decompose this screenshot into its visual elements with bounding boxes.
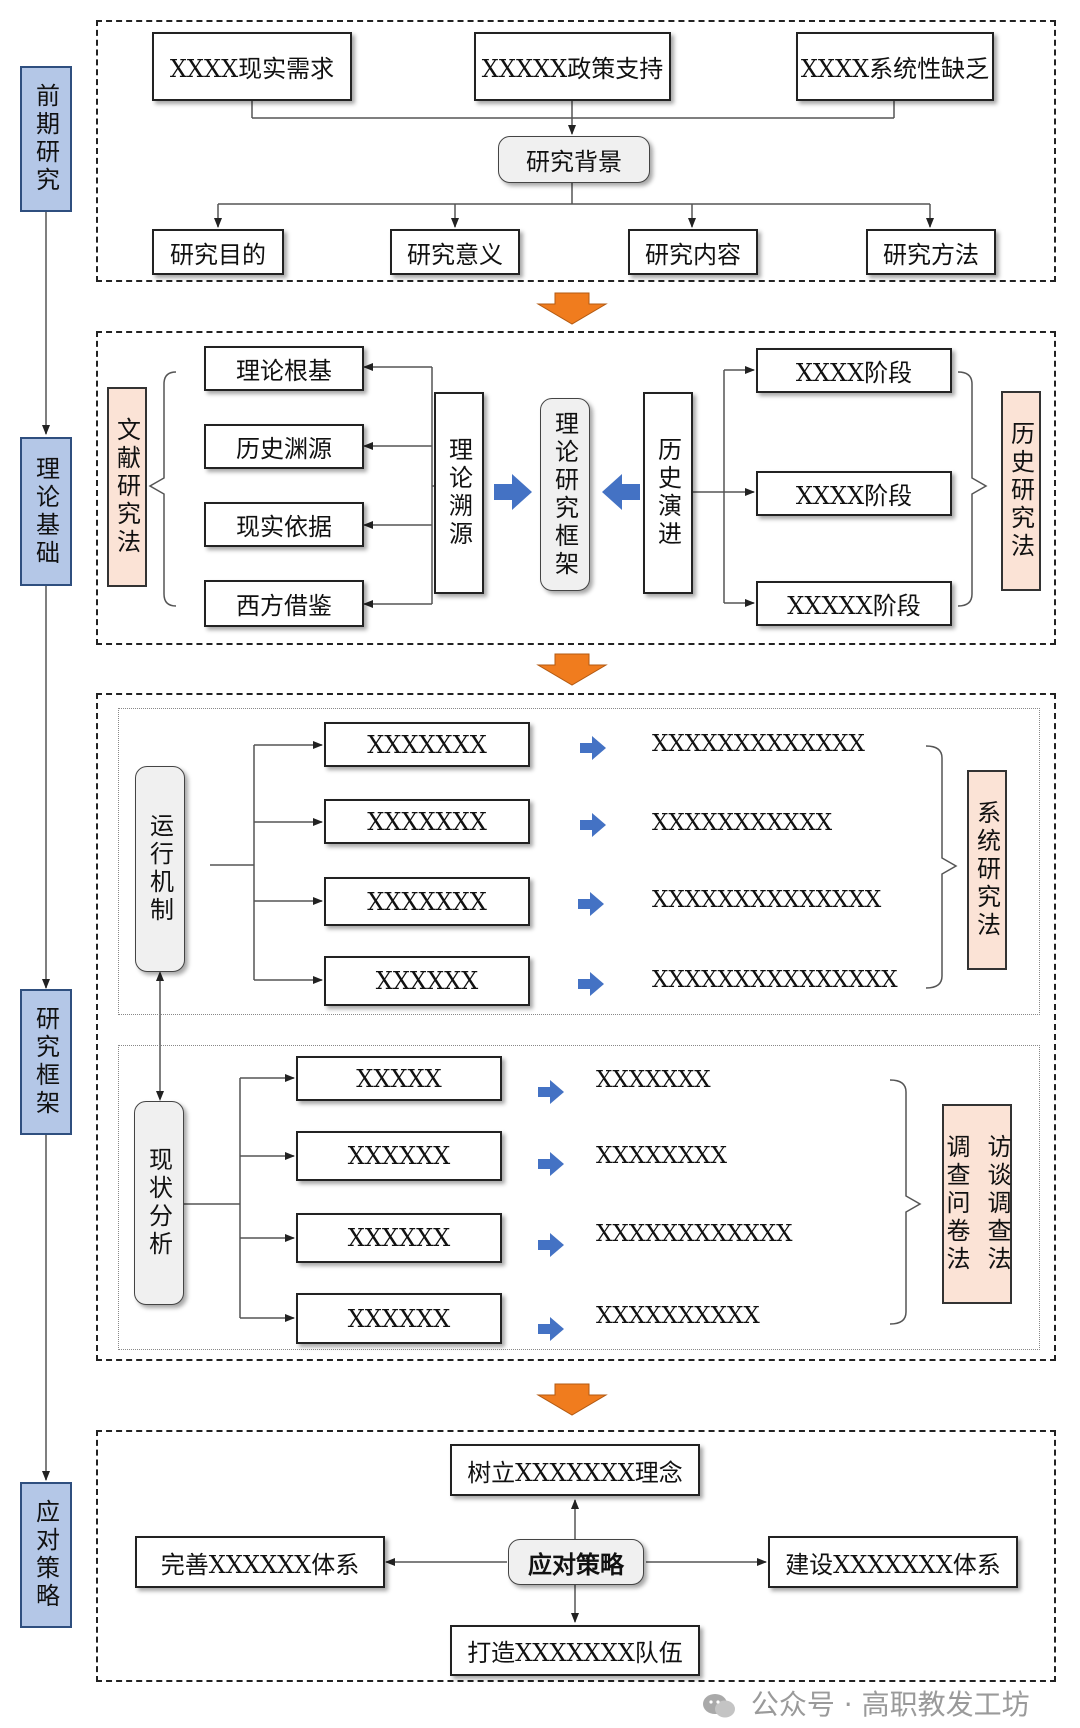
section4-connectors <box>385 1499 767 1623</box>
arrow-right-icon <box>578 972 604 996</box>
arrow-right-icon <box>538 1152 564 1176</box>
stage-box-1: XXXX阶段 <box>756 348 952 393</box>
arrow-right-icon <box>580 736 606 760</box>
history-evolution-box: 历史演进 <box>643 392 693 594</box>
literature-method-box: 文献研究法 <box>107 387 147 587</box>
flow-arrow-1 <box>536 292 608 325</box>
flow-arrow-2 <box>536 653 608 686</box>
stage-box-3: XXXXX阶段 <box>756 581 952 626</box>
theory-root-box: 理论根基 <box>204 346 364 391</box>
status-item-1: XXXXX <box>296 1056 502 1101</box>
status-result-2: XXXXXXXX <box>596 1143 727 1169</box>
lack-box: XXXX系统性缺乏 <box>796 32 994 101</box>
mechanism-result-2: XXXXXXXXXXX <box>652 810 833 836</box>
background-box: 研究背景 <box>498 136 650 183</box>
survey-methods-box: 访谈调查法 调查问卷法 <box>942 1104 1012 1304</box>
stage-box-2: XXXX阶段 <box>756 471 952 516</box>
arrow-left-icon <box>602 474 640 510</box>
content-box: 研究内容 <box>628 229 758 275</box>
operation-mechanism-panel <box>118 708 1040 1015</box>
need-box: XXXX现实需求 <box>152 32 352 101</box>
section3b-connectors <box>184 1074 922 1325</box>
section-framework <box>96 693 1056 1361</box>
status-result-3: XXXXXXXXXXXX <box>596 1221 793 1247</box>
flow-arrow-3 <box>536 1383 608 1416</box>
arrow-right-icon <box>578 892 604 916</box>
strategy-top-box: 树立XXXXXXX理念 <box>450 1444 700 1496</box>
method-box: 研究方法 <box>866 229 996 275</box>
operation-hub-box: 运行机制 <box>135 766 185 972</box>
wechat-icon <box>702 1692 736 1720</box>
arrow-right-icon <box>494 474 532 510</box>
phase-label-strategy: 应对策略 <box>20 1482 72 1628</box>
status-item-3: XXXXXX <box>296 1213 502 1263</box>
mechanism-item-1: XXXXXXX <box>324 722 530 767</box>
section-strategy <box>96 1430 1056 1682</box>
western-reference-box: 西方借鉴 <box>204 580 364 627</box>
strategy-bottom-box: 打造XXXXXXX队伍 <box>450 1625 700 1676</box>
arrow-right-icon <box>538 1080 564 1104</box>
strategy-left-box: 完善XXXXXX体系 <box>135 1536 385 1588</box>
section-preliminary <box>96 20 1056 282</box>
history-origin-box: 历史渊源 <box>204 424 364 469</box>
mechanism-result-3: XXXXXXXXXXXXXX <box>652 887 882 913</box>
watermark: 公众号 · 高职教发工坊 <box>702 1683 1030 1723</box>
section3a-connectors <box>156 741 958 1101</box>
policy-box: XXXXX政策支持 <box>474 32 671 101</box>
framework-center-box: 理论研究框架 <box>540 398 590 591</box>
mechanism-result-1: XXXXXXXXXXXXX <box>652 731 865 757</box>
status-hub-box: 现状分析 <box>134 1101 184 1305</box>
significance-box: 研究意义 <box>390 229 520 275</box>
strategy-right-box: 建设XXXXXXX体系 <box>768 1536 1018 1588</box>
arrow-right-icon <box>538 1317 564 1341</box>
questionnaire-method-label: 调查问卷法 <box>942 1134 970 1274</box>
purpose-box: 研究目的 <box>152 229 284 275</box>
watermark-text: 公众号 · 高职教发工坊 <box>750 1688 1030 1721</box>
arrow-right-icon <box>538 1233 564 1257</box>
system-method-box: 系统研究法 <box>967 770 1007 970</box>
phase-label-framework: 研究框架 <box>20 989 72 1135</box>
strategy-center-box: 应对策略 <box>508 1539 644 1585</box>
mechanism-item-3: XXXXXXX <box>324 877 530 926</box>
section1-connectors <box>214 101 934 228</box>
status-item-4: XXXXXX <box>296 1293 502 1344</box>
mechanism-result-4: XXXXXXXXXXXXXXX <box>652 967 898 993</box>
mechanism-item-2: XXXXXXX <box>324 799 530 844</box>
status-item-2: XXXXXX <box>296 1131 502 1181</box>
arrow-right-icon <box>580 813 606 837</box>
status-analysis-panel <box>118 1045 1040 1350</box>
section-theory <box>96 331 1056 645</box>
mechanism-item-4: XXXXXX <box>324 956 530 1006</box>
phase-label-preliminary: 前期研究 <box>20 66 72 212</box>
interview-method-label: 访谈调查法 <box>983 1134 1011 1274</box>
section2-connectors <box>148 363 988 608</box>
history-method-box: 历史研究法 <box>1001 391 1041 591</box>
phase-label-theory: 理论基础 <box>20 437 72 586</box>
theory-trace-box: 理论溯源 <box>434 392 484 594</box>
status-result-4: XXXXXXXXXX <box>596 1303 760 1329</box>
reality-basis-box: 现实依据 <box>204 502 364 547</box>
status-result-1: XXXXXXX <box>596 1067 711 1093</box>
